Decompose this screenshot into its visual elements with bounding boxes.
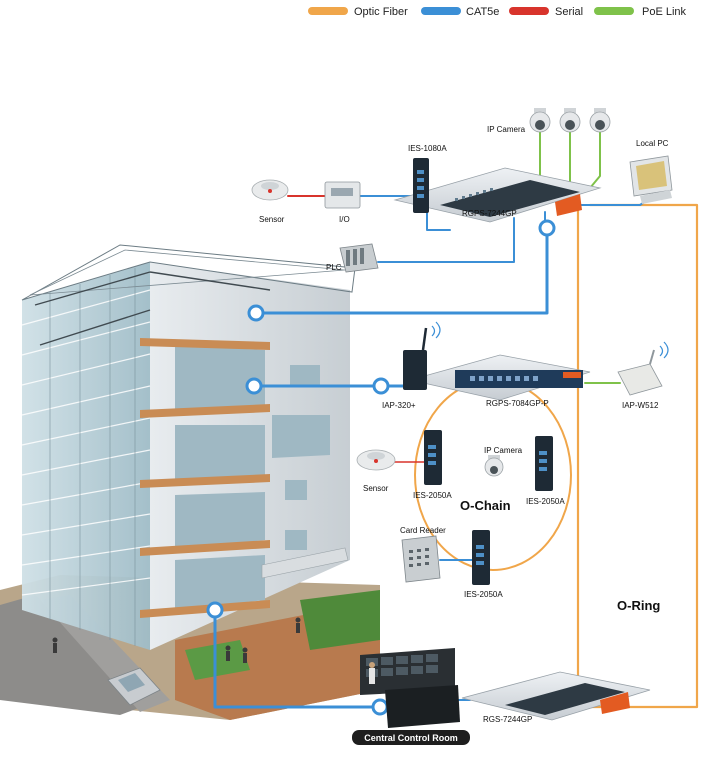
connection-point-iap [372, 377, 390, 395]
connection-point-top-rack [538, 219, 556, 237]
legend-item-optic-fiber: Optic Fiber [308, 6, 408, 18]
label-local-pc: Local PC [636, 139, 669, 148]
device-ies-2050a-left: IES-2050A [413, 430, 452, 500]
legend-label-optic-fiber: Optic Fiber [354, 6, 408, 18]
device-local-pc: Local PC [629, 139, 673, 204]
device-iap-320: IAP-320+ [382, 321, 441, 410]
legend-label-poe-link: PoE Link [642, 6, 687, 18]
label-ies-2050a-left: IES-2050A [413, 491, 452, 500]
label-ip-camera-top: IP Camera [487, 125, 526, 134]
ip-cameras-top: IP Camera [487, 108, 611, 134]
legend: Optic Fiber CAT5e Serial PoE Link [308, 6, 687, 18]
label-iap-w512: IAP-W512 [622, 401, 659, 410]
device-ies-1080a: IES-1080A [408, 144, 447, 213]
car [107, 667, 161, 706]
label-ies-2050a-right: IES-2050A [526, 497, 565, 506]
label-sensor-mid: Sensor [363, 484, 389, 493]
label-central-control-room: Central Control Room [364, 733, 458, 743]
wifi-icon [659, 341, 669, 359]
legend-item-serial: Serial [509, 6, 583, 18]
device-ies-2050a-right: IES-2050A [526, 436, 565, 506]
device-sensor-top: Sensor [251, 179, 289, 224]
device-ip-camera-mid: IP Camera [484, 446, 523, 477]
connection-point-ground-floor [206, 601, 224, 619]
ip-camera-icon [589, 108, 611, 133]
device-sensor-mid: Sensor [356, 449, 396, 493]
device-card-reader: Card Reader [400, 526, 446, 583]
device-io: I/O [324, 181, 361, 224]
connection-points [206, 219, 556, 716]
device-ies-2050a-bottom: IES-2050A [464, 530, 503, 599]
building [21, 244, 356, 650]
label-iap-320: IAP-320+ [382, 401, 416, 410]
connection-point-control-room [371, 698, 389, 716]
switch-rgps-7084gp-p: RGPS-7084GP-P [409, 354, 591, 408]
legend-label-cat5e: CAT5e [466, 6, 499, 18]
legend-item-cat5e: CAT5e [421, 6, 499, 18]
legend-label-serial: Serial [555, 6, 583, 18]
label-card-reader: Card Reader [400, 526, 446, 535]
connection-point-top-floor [247, 304, 265, 322]
people [52, 617, 301, 663]
connection-point-mid-floor [245, 377, 263, 395]
label-rgps-7084gp-p: RGPS-7084GP-P [486, 399, 549, 408]
label-rgs-7244gp: RGS-7244GP [483, 715, 532, 724]
label-ies-1080a: IES-1080A [408, 144, 447, 153]
switch-rgs-7244gp: RGS-7244GP [461, 671, 651, 724]
label-io: I/O [339, 215, 350, 224]
ip-camera-icon [559, 108, 581, 133]
central-control-room: Central Control Room [352, 648, 470, 745]
legend-item-poe-link: PoE Link [594, 6, 687, 18]
ip-camera-icon [529, 108, 551, 133]
device-plc: PLC [326, 243, 379, 273]
switch-rgps-7244gp: RGPS-7244GP [393, 167, 602, 223]
device-iap-w512: IAP-W512 [617, 341, 669, 410]
label-sensor-top: Sensor [259, 215, 285, 224]
label-ip-camera-mid: IP Camera [484, 446, 523, 455]
label-o-chain: O-Chain [460, 498, 511, 513]
wifi-icon [431, 321, 441, 339]
label-plc: PLC [326, 263, 342, 272]
label-rgps-7244gp: RGPS-7244GP [462, 209, 517, 218]
label-ies-2050a-bottom: IES-2050A [464, 590, 503, 599]
label-o-ring: O-Ring [617, 598, 660, 613]
